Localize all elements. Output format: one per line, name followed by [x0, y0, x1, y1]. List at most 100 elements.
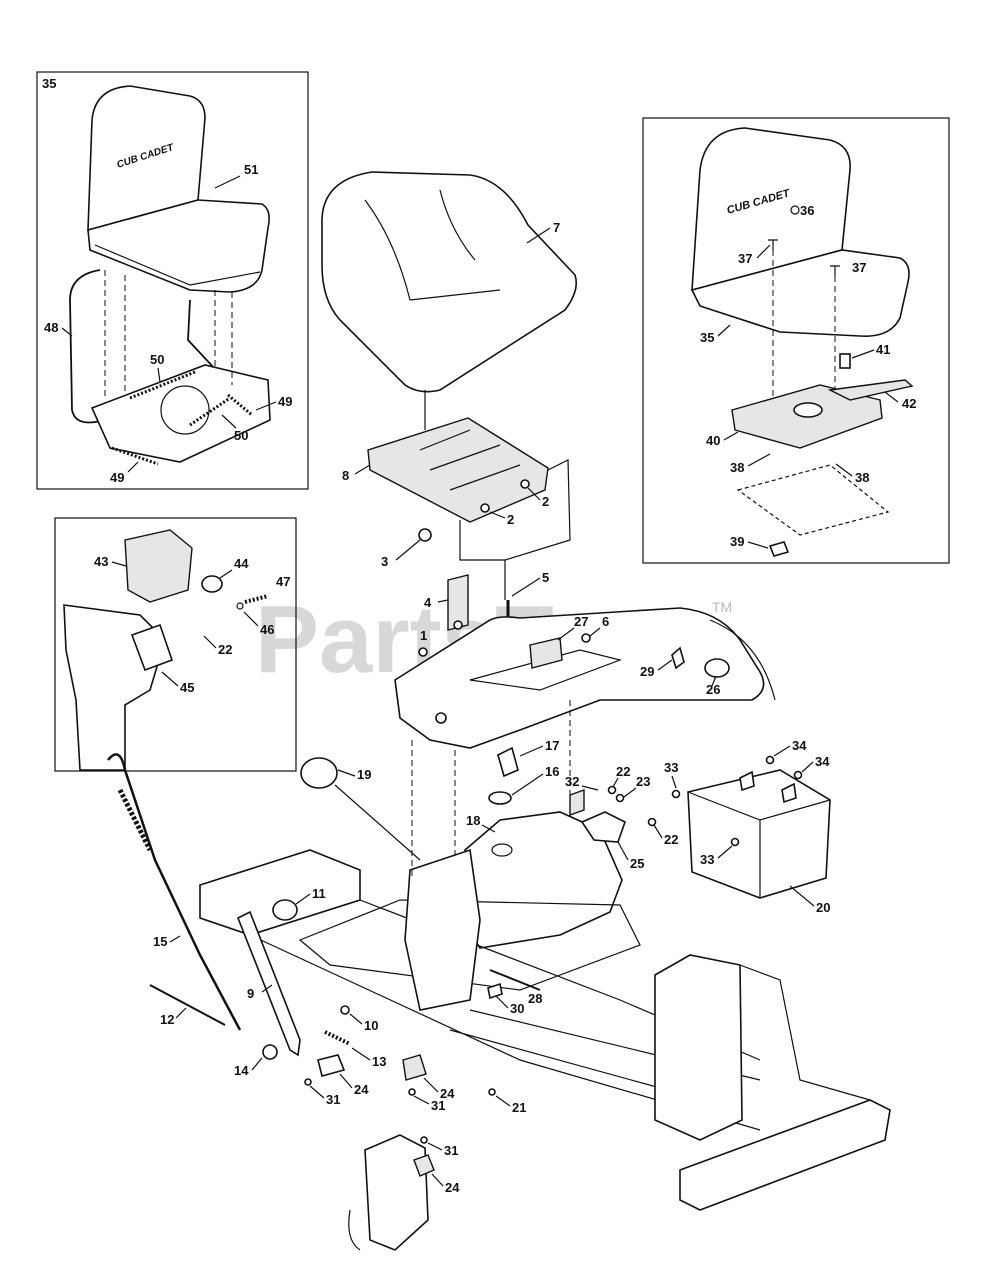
chassis-frame: 28 30 21: [199, 700, 891, 1211]
seat-plate-slots: [419, 429, 521, 491]
leader-38-right: [835, 463, 853, 477]
cable-15-spring: [117, 788, 153, 852]
inset-seat-assembly-left: 35 CUB CADET 51 48 50 50 49 49: [36, 71, 309, 490]
clip-29: [671, 646, 685, 670]
bushing-10: [340, 1005, 350, 1015]
bolt-33-bottom: [730, 837, 740, 847]
label-3: 3: [381, 554, 388, 569]
leader-19: [337, 769, 356, 777]
bolt-fender: [435, 712, 447, 724]
leader-23: [623, 787, 637, 798]
label-7: 7: [553, 220, 560, 235]
label-11: 11: [312, 886, 326, 901]
leader-10: [349, 1013, 363, 1025]
label-31-mid: 31: [431, 1098, 445, 1113]
nut-22-top: [607, 785, 617, 795]
label-36: 36: [800, 203, 814, 218]
leader-41: [851, 349, 875, 359]
leader-44: [219, 569, 233, 579]
seat-base-plate: [90, 364, 271, 463]
leader-7: [526, 227, 551, 244]
leader-2-right: [527, 487, 541, 501]
leader-37-left: [756, 244, 771, 259]
label-14: 14: [234, 1063, 249, 1078]
label-45: 45: [180, 680, 194, 695]
label-26: 26: [706, 682, 720, 697]
label-27: 27: [574, 614, 588, 629]
label-5: 5: [542, 570, 549, 585]
leader-22-inset: [203, 635, 217, 649]
label-38-right: 38: [855, 470, 869, 485]
label-20: 20: [816, 900, 830, 915]
inset-ref-label: 35: [42, 76, 56, 91]
spring-13: [324, 1030, 351, 1046]
label-23: 23: [636, 774, 650, 789]
terminal-right: [781, 782, 797, 804]
label-37-right: 37: [852, 260, 866, 275]
switch-24-bottom: [413, 1154, 435, 1177]
nut-2a: [520, 479, 530, 489]
solenoid-25: [580, 811, 626, 843]
seat-hardware-lines: [459, 459, 571, 600]
label-33-bottom: 33: [700, 852, 714, 867]
label-44: 44: [234, 556, 249, 571]
label-32: 32: [565, 774, 579, 789]
label-17: 17: [545, 738, 559, 753]
leader-40: [723, 431, 739, 441]
lever-9: [236, 910, 301, 1057]
nut-2b: [480, 503, 490, 513]
screw-21: [488, 1088, 496, 1096]
label-21: 21: [512, 1100, 526, 1115]
leader-35: [717, 324, 731, 337]
leader-30: [495, 995, 509, 1009]
leader-29: [657, 659, 673, 671]
label-6: 6: [602, 614, 609, 629]
label-8: 8: [342, 468, 349, 483]
frame-center-column: [404, 848, 481, 1011]
wire-28: [489, 969, 541, 991]
leader-22-top: [612, 777, 619, 788]
leader-5: [511, 577, 541, 597]
label-49-right: 49: [278, 394, 292, 409]
leader-21: [495, 1095, 511, 1107]
leader-9: [261, 984, 273, 993]
battery-20: [687, 769, 831, 899]
leader-39: [747, 541, 769, 549]
drop-lines: [104, 270, 233, 400]
screw-31-bottom: [420, 1136, 428, 1144]
cap-44: [201, 575, 223, 593]
leader-15: [169, 935, 181, 943]
leader-14: [251, 1057, 263, 1071]
label-31-bottom: 31: [444, 1143, 458, 1158]
leader-13: [351, 1047, 371, 1061]
leader-33-left: [671, 775, 677, 789]
nut-34-left: [765, 755, 775, 765]
leader-34-left: [773, 745, 791, 757]
label-50-upper: 50: [150, 352, 164, 367]
switch-24-mid: [402, 1054, 427, 1081]
label-22-inset: 22: [218, 642, 232, 657]
filler-cap-19: [300, 757, 338, 789]
leader-24-left: [339, 1073, 353, 1089]
clip-39: [768, 541, 790, 557]
detail-bracket: [364, 1134, 429, 1251]
seat-frame: [69, 269, 111, 424]
leader-46: [243, 611, 259, 627]
bracket-32: [569, 789, 585, 816]
label-30: 30: [510, 1001, 524, 1016]
label-25: 25: [630, 856, 644, 871]
label-34-left: 34: [792, 738, 807, 753]
bottom-detail: 31 24: [348, 1134, 460, 1251]
label-31-left: 31: [326, 1092, 340, 1107]
leader-31-left: [309, 1085, 325, 1099]
label-24-bottom: 24: [445, 1180, 460, 1195]
label-33-left: 33: [664, 760, 678, 775]
leader-50-lower: [221, 414, 237, 429]
switch-43: [124, 529, 193, 603]
label-22-top: 22: [616, 764, 630, 779]
clip-27: [529, 637, 563, 669]
leader-12: [175, 1007, 187, 1019]
bolt-33-left: [671, 789, 681, 799]
label-37-left: 37: [738, 251, 752, 266]
label-2-left: 2: [507, 512, 514, 527]
